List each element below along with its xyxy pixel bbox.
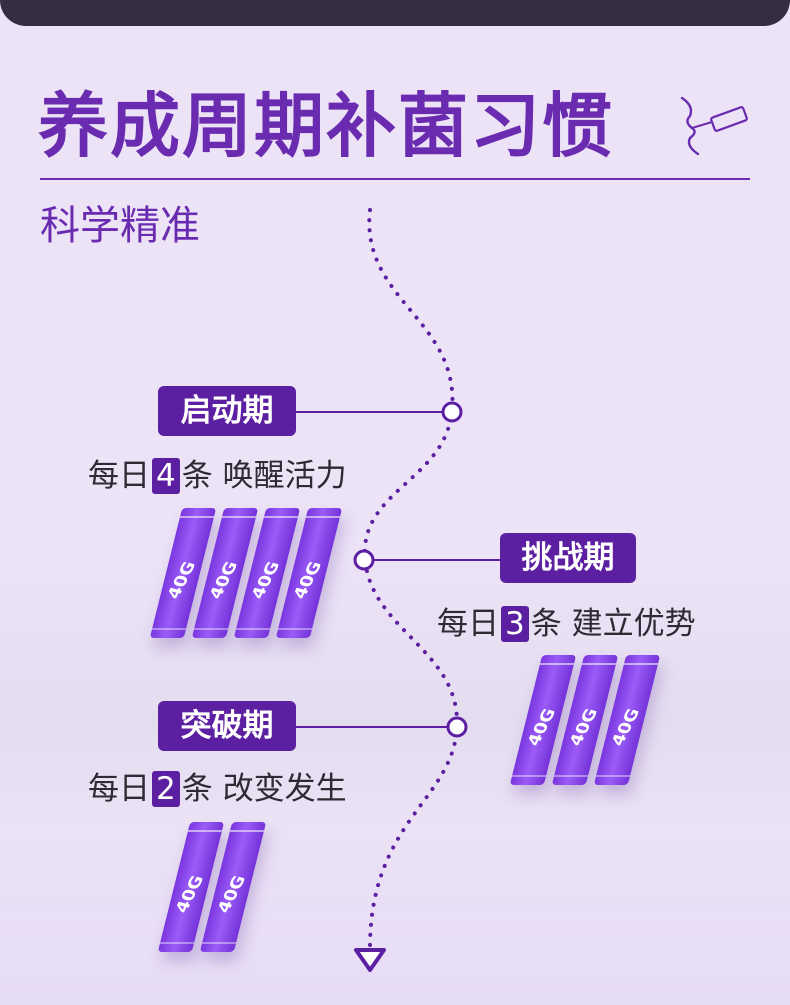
phase-prefix: 每日 (88, 771, 150, 807)
sachet-label: 40G (607, 706, 645, 748)
sachet-label: 40G (523, 706, 561, 748)
phase-benefit: 改变发生 (222, 771, 347, 807)
node-1 (441, 401, 463, 423)
phase-prefix: 每日 (88, 458, 150, 494)
phase-count: 4 (152, 458, 180, 494)
node-2 (353, 549, 375, 571)
phase-prefix: 每日 (437, 606, 499, 642)
phase-badge-challenge: 挑战期 (500, 533, 636, 583)
subtitle: 科学精准 (40, 203, 200, 249)
phase-count: 2 (152, 771, 180, 807)
phase-suffix: 条 (530, 606, 562, 642)
sachet-label: 40G (213, 873, 251, 915)
tongue-icon (680, 96, 748, 156)
phase-suffix: 条 (181, 771, 213, 807)
phase-badge-start: 启动期 (158, 386, 296, 436)
sachet-label: 40G (247, 559, 285, 601)
phase-suffix: 条 (181, 458, 213, 494)
sachet-label: 40G (205, 559, 243, 601)
node-3 (446, 716, 468, 738)
down-arrow-icon (354, 948, 386, 972)
phase-benefit: 唤醒活力 (222, 458, 347, 494)
sachet-label: 40G (289, 559, 327, 601)
timeline-path (362, 208, 460, 950)
phase-benefit: 建立优势 (571, 606, 696, 642)
sachet-label: 40G (565, 706, 603, 748)
sachet-label: 40G (171, 873, 209, 915)
title-divider (40, 178, 750, 180)
sachet-label: 40G (163, 559, 201, 601)
phase-badge-breakthrough: 突破期 (158, 701, 296, 751)
top-bar (0, 0, 790, 26)
phase-count: 3 (501, 606, 529, 642)
page-title: 养成周期补菌习惯 (38, 85, 614, 167)
